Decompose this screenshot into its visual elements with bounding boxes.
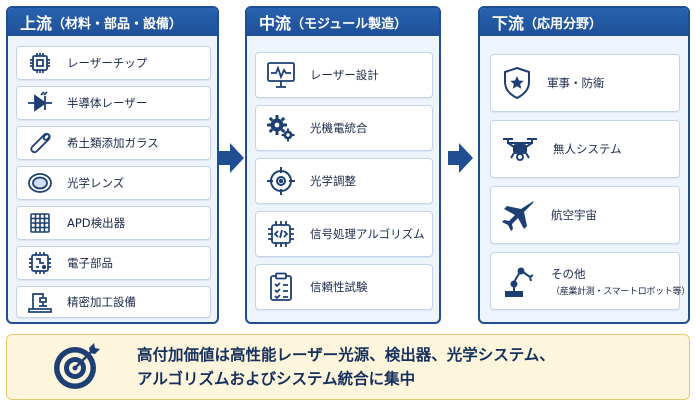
upstream-item-label: APD検出器 — [67, 216, 126, 230]
midstream-item-laser-design: レーザー設計 — [255, 52, 433, 98]
downstream-others-sublabel: （産業計測・スマートロボット等） — [551, 286, 690, 297]
midstream-title: 中流 — [259, 14, 292, 33]
upstream-subtitle: （材料・部品・設備） — [52, 16, 183, 32]
downstream-item-defense: 軍事・防衛 — [490, 54, 680, 112]
monitor-waveform-icon — [266, 60, 296, 90]
detector-grid-icon — [27, 210, 53, 236]
upstream-item-electronic-parts: 電子部品 — [16, 246, 211, 280]
downstream-panel: 下流（応用分野） 軍事・防衛 無人システム 航空宇宙 その他 （産業計測・スマー… — [478, 6, 690, 324]
upstream-item-rare-earth-glass: 希土類添加ガラス — [16, 126, 211, 160]
midstream-panel: 中流（モジュール製造） レーザー設計 光機電統合 光学調整 信号処理アルゴリズム… — [245, 6, 441, 324]
circuit-board-icon — [27, 250, 53, 276]
upstream-item-label: レーザーチップ — [67, 56, 148, 70]
robot-arm-icon — [501, 263, 537, 299]
midstream-item-signal-processing: 信号処理アルゴリズム — [255, 211, 433, 257]
upstream-item-label: 希土類添加ガラス — [67, 136, 159, 150]
upstream-item-optical-lens: 光学レンズ — [16, 166, 211, 200]
midstream-item-reliability-test: 信頼性試験 — [255, 264, 433, 310]
downstream-header: 下流（応用分野） — [480, 8, 688, 36]
upstream-item-label: 半導体レーザー — [67, 96, 148, 110]
downstream-item-label: 無人システム — [553, 142, 622, 156]
checklist-icon — [266, 272, 296, 302]
upstream-panel: 上流（材料・部品・設備） レーザーチップ 半導体レーザー 希土類添加ガラス 光学… — [6, 6, 219, 324]
downstream-item-label: 航空宇宙 — [551, 208, 597, 222]
downstream-item-label: 軍事・防衛 — [547, 76, 605, 90]
upstream-item-precision-equipment: 精密加工設備 — [16, 286, 211, 318]
summary-line-2: アルゴリズムおよびシステム統合に集中 — [137, 370, 416, 388]
downstream-item-label: その他 （産業計測・スマートロボット等） — [551, 266, 690, 297]
upstream-item-laser-chip: レーザーチップ — [16, 46, 211, 80]
summary-text: 高付加価値は高性能レーザー光源、検出器、光学システム、 アルゴリズムおよびシステ… — [137, 343, 555, 391]
drone-icon — [501, 132, 539, 166]
flow-arrow-icon — [219, 143, 244, 173]
shield-star-icon — [501, 66, 533, 100]
chip-icon — [27, 50, 53, 76]
flow-arrow-icon — [448, 143, 473, 173]
upstream-item-semiconductor-laser: 半導体レーザー — [16, 86, 211, 120]
upstream-item-apd-detector: APD検出器 — [16, 206, 211, 240]
glass-rod-icon — [27, 130, 53, 156]
machine-tool-icon — [27, 289, 53, 315]
midstream-item-label: 信号処理アルゴリズム — [310, 227, 425, 241]
summary-banner: 高付加価値は高性能レーザー光源、検出器、光学システム、 アルゴリズムおよびシステ… — [6, 334, 690, 400]
midstream-item-label: 信頼性試験 — [310, 280, 368, 294]
midstream-item-label: 光学調整 — [310, 174, 356, 188]
midstream-item-label: レーザー設計 — [310, 68, 379, 82]
upstream-item-label: 電子部品 — [67, 256, 113, 270]
upstream-header: 上流（材料・部品・設備） — [8, 8, 217, 36]
summary-line-1: 高付加価値は高性能レーザー光源、検出器、光学システム、 — [137, 346, 555, 364]
midstream-item-optical-alignment: 光学調整 — [255, 158, 433, 204]
lens-icon — [27, 170, 53, 196]
midstream-subtitle: （モジュール製造） — [291, 16, 408, 32]
midstream-header: 中流（モジュール製造） — [247, 8, 439, 36]
code-chip-icon — [266, 219, 296, 249]
downstream-item-aerospace: 航空宇宙 — [490, 186, 680, 244]
gears-icon — [266, 113, 296, 143]
midstream-item-label: 光機電統合 — [310, 121, 368, 135]
downstream-item-unmanned-systems: 無人システム — [490, 120, 680, 178]
downstream-others-label: その他 — [551, 266, 586, 281]
downstream-item-others: その他 （産業計測・スマートロボット等） — [490, 252, 688, 310]
target-icon — [51, 342, 101, 392]
laser-diode-icon — [27, 90, 53, 116]
crosshair-icon — [266, 166, 296, 196]
upstream-item-label: 光学レンズ — [67, 176, 125, 190]
downstream-title: 下流 — [492, 14, 525, 33]
upstream-item-label: 精密加工設備 — [67, 295, 136, 309]
airplane-icon — [501, 198, 537, 232]
midstream-item-opto-electro-integration: 光機電統合 — [255, 105, 433, 151]
downstream-subtitle: （応用分野） — [524, 16, 603, 32]
upstream-title: 上流 — [20, 14, 53, 33]
